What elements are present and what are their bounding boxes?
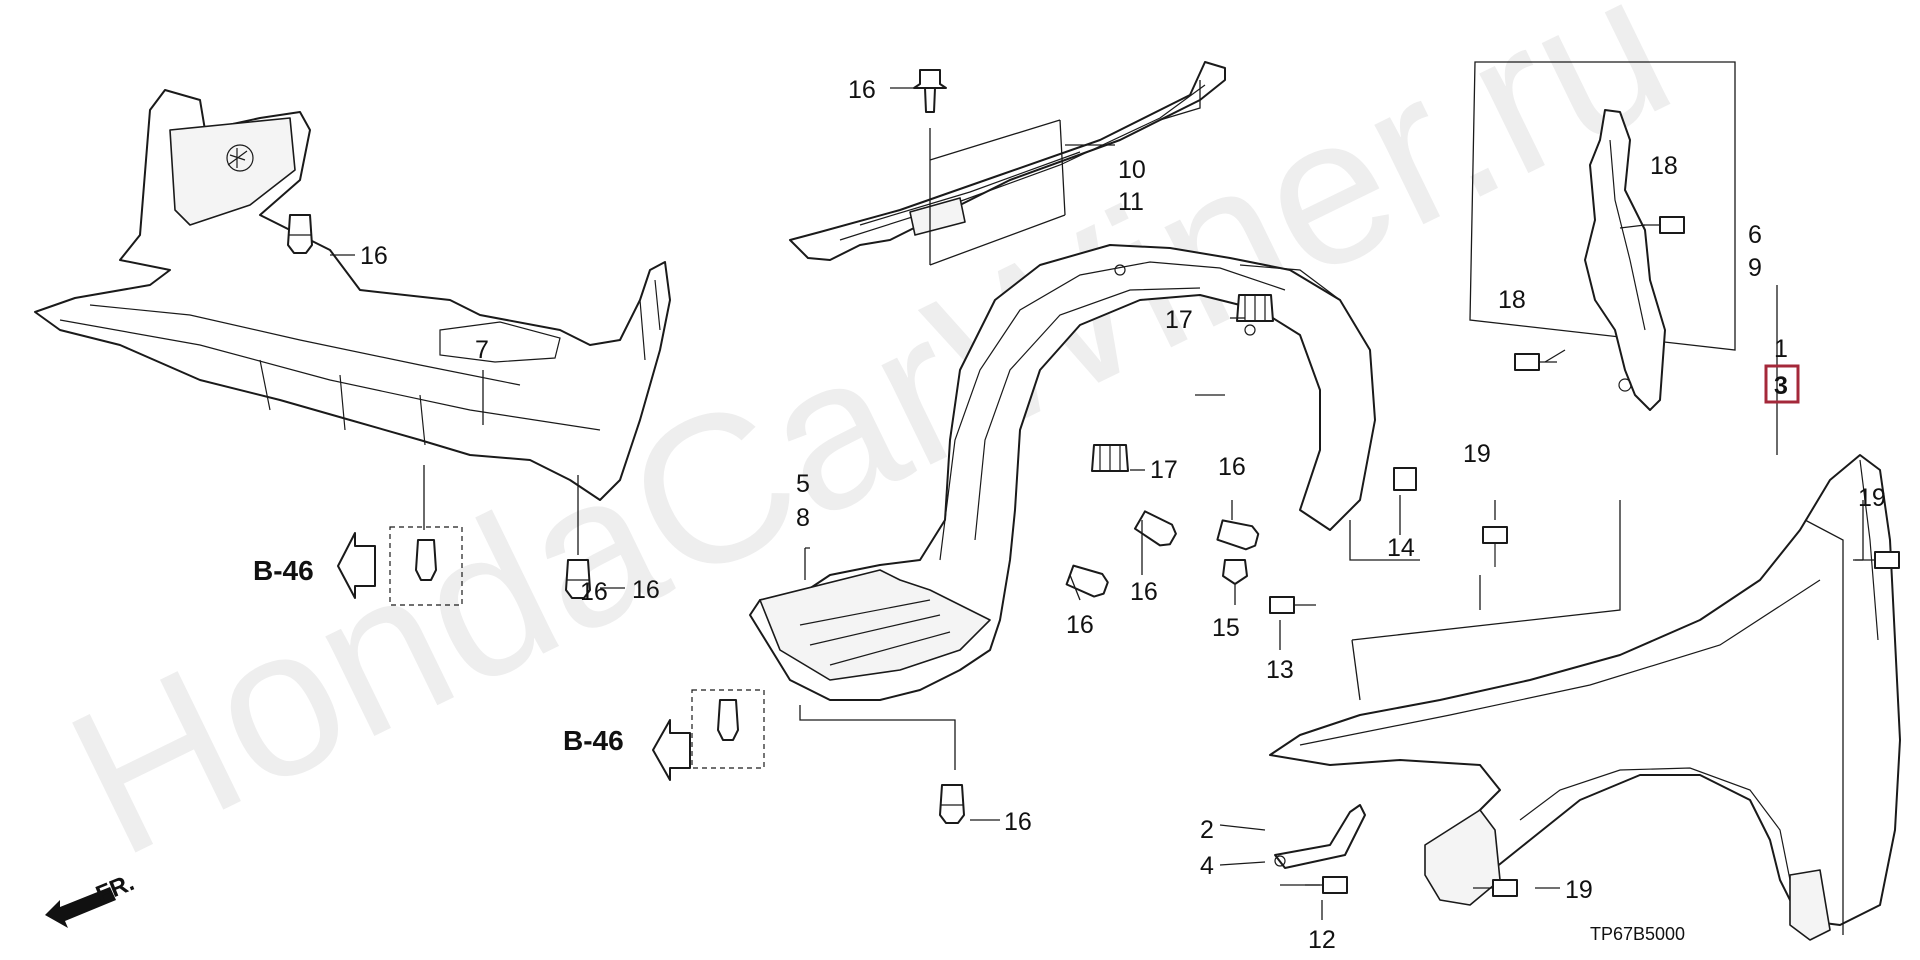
- callouts: 16 16 7 10 11 16 5 8 16 16 16 17 17 16 1…: [360, 76, 1886, 954]
- callout-6: 6: [1748, 221, 1762, 249]
- callout-15: 15: [1212, 614, 1240, 642]
- inner-fender-liner-part-5-8: [749, 244, 1376, 701]
- ref-arrow-left: [337, 532, 376, 599]
- callout-7: 7: [475, 336, 489, 364]
- fender-brace-part-10-11: [789, 61, 1226, 261]
- callout-3: 3: [1774, 372, 1788, 400]
- callout-16: 16: [848, 76, 876, 104]
- splash-shield-part-7: [34, 89, 671, 501]
- clip-detail-box-center: [691, 689, 765, 769]
- ref-arrow-center: [652, 719, 691, 781]
- callout-19: 19: [1463, 440, 1491, 468]
- callout-19: 19: [1858, 484, 1886, 512]
- clip-detail-box-left: [389, 526, 463, 606]
- callout-16: 16: [1004, 808, 1032, 836]
- callout-4: 4: [1200, 852, 1214, 880]
- fender-stay-part-2-4: [1274, 804, 1366, 869]
- diagram-code: TP67B5000: [1590, 924, 1685, 944]
- front-arrow-icon: [45, 887, 116, 928]
- callout-18: 18: [1650, 152, 1678, 180]
- callout-18: 18: [1498, 286, 1526, 314]
- callout-11: 11: [1118, 188, 1144, 216]
- callout-17: 17: [1150, 456, 1178, 484]
- callout-19: 19: [1565, 876, 1593, 904]
- callout-16: 16: [580, 578, 608, 606]
- front-fender-part-1-3: [1269, 454, 1901, 941]
- callout-13: 13: [1266, 656, 1294, 684]
- leader-lines: [330, 80, 1864, 935]
- callout-5: 5: [796, 470, 810, 498]
- callout-16: 16: [1218, 453, 1246, 481]
- callout-2: 2: [1200, 816, 1214, 844]
- fender-bracket-part-6-9: [1469, 61, 1736, 411]
- callout-14: 14: [1387, 534, 1415, 562]
- highlight-box-part-3: [1764, 364, 1800, 404]
- callout-17: 17: [1165, 306, 1193, 334]
- callout-10: 10: [1118, 156, 1146, 184]
- callout-1: 1: [1774, 335, 1788, 363]
- callout-16: 16: [632, 576, 660, 604]
- callout-16: 16: [1130, 578, 1158, 606]
- callout-12: 12: [1308, 926, 1336, 954]
- front-direction-indicator: FR.: [45, 869, 138, 928]
- callout-16: 16: [360, 242, 388, 270]
- ref-label-b46-center: B-46: [563, 725, 624, 756]
- callout-9: 9: [1748, 254, 1762, 282]
- callout-16: 16: [1066, 611, 1094, 639]
- fasteners: [287, 69, 1900, 897]
- ref-label-b46-left: B-46: [253, 555, 314, 586]
- callout-8: 8: [796, 504, 810, 532]
